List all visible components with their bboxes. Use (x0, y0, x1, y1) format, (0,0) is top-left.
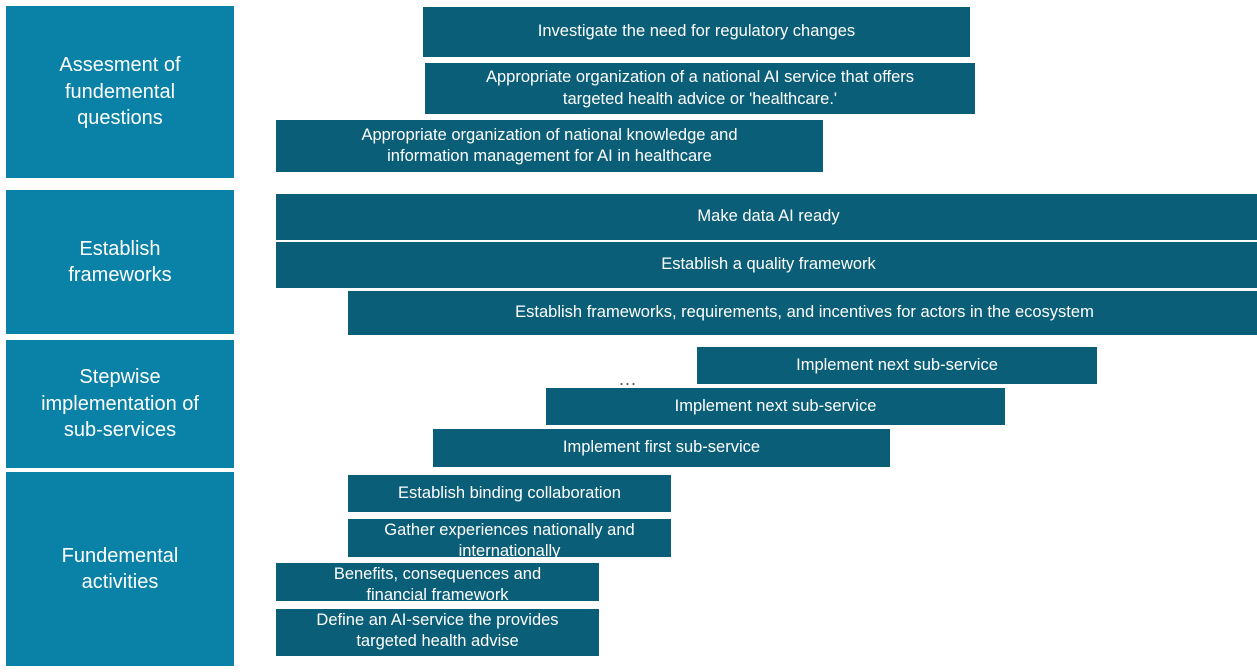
task-bar-label: Benefits, consequences and financial fra… (333, 565, 542, 605)
task-bar-make-data-ai-ready[interactable]: Make data AI ready (276, 194, 1257, 240)
phase-label-assesment-of-fundemental-questions[interactable]: Assesment of fundemental questions (6, 6, 234, 178)
task-bar-implement-first-sub-service[interactable]: Implement first sub-service (433, 429, 890, 467)
task-bar-investigate-regulatory-changes[interactable]: Investigate the need for regulatory chan… (423, 7, 970, 57)
task-bar-implement-next-sub-service-1[interactable]: Implement next sub-service (546, 388, 1005, 425)
continuation-ellipsis: ... (619, 369, 638, 389)
phase-label-stepwise-implementation-of-sub-services[interactable]: Stepwise implementation of sub-services (6, 340, 234, 468)
task-bar-establish-binding-collaboration[interactable]: Establish binding collaboration (348, 475, 671, 512)
task-bar-implement-next-sub-service-2[interactable]: Implement next sub-service (697, 347, 1097, 384)
task-bar-benefits-consequences-financial-framework[interactable]: Benefits, consequences and financial fra… (276, 563, 599, 604)
task-bar-gather-experiences-nationally-internationally[interactable]: Gather experiences nationally and intern… (348, 519, 671, 560)
task-bar-label: Define an AI-service the provides target… (316, 611, 559, 651)
task-bar-label: Gather experiences nationally and intern… (384, 521, 635, 561)
phase-label-establish-frameworks[interactable]: Establish frameworks (6, 190, 234, 334)
task-bar-define-ai-service-targeted-health-advise[interactable]: Define an AI-service the provides target… (276, 609, 599, 656)
task-bar-establish-frameworks-requirements-incentives[interactable]: Establish frameworks, requirements, and … (348, 291, 1257, 335)
task-bar-national-knowledge-information-management[interactable]: Appropriate organization of national kno… (276, 120, 823, 172)
task-bar-establish-quality-framework[interactable]: Establish a quality framework (276, 242, 1257, 288)
phase-label-fundemental-activities[interactable]: Fundemental activities (6, 472, 234, 666)
task-bar-national-ai-service-organization[interactable]: Appropriate organization of a national A… (425, 63, 975, 114)
